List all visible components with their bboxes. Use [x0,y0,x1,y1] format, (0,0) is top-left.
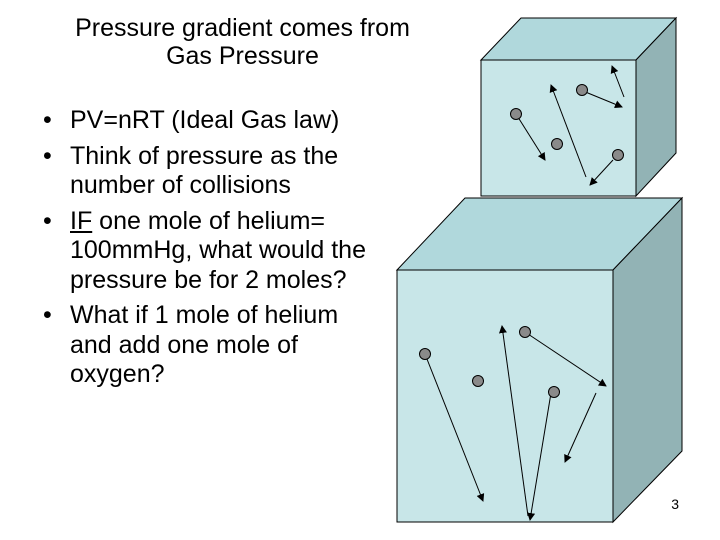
motion-arrow [610,65,625,98]
slide-number: 3 [671,496,679,512]
bullet-dot: • [43,141,52,170]
gas-molecule [612,149,624,161]
gas-molecule [519,326,531,338]
large-box-molecules [419,325,607,521]
gas-molecule [419,348,431,360]
motion-arrow [564,392,597,463]
gas-molecule [472,375,484,387]
large-box-front [396,269,614,523]
bullet-text: one mole of helium= 100mmHg, what would … [70,206,366,294]
motion-arrow [524,331,607,387]
small-box-molecules [510,65,625,186]
motion-arrow [498,325,529,517]
small-box-front [480,59,637,197]
bullet-text: PV=nRT (Ideal Gas law) [70,106,340,134]
bullet-dot: • [43,301,52,329]
bullet-item: • PV=nRT (Ideal Gas law) [38,106,383,136]
bullet-item: • IF one mole of helium= 100mmHg, what w… [38,207,383,296]
gas-molecule [510,108,522,120]
bullet-list: • PV=nRT (Ideal Gas law) • Think of pres… [38,106,383,396]
bullet-dot: • [43,106,52,134]
motion-arrow [527,392,552,521]
bullet-text: Think of pressure as the number of colli… [70,141,339,200]
bullet-underlined-text: IF [70,206,93,235]
bullet-dot: • [43,206,52,235]
bullet-text: What if 1 mole of helium and add one mol… [70,301,339,388]
slide-title: Pressure gradient comes from Gas Pressur… [40,14,445,70]
small-gas-box [479,16,678,198]
motion-arrow [515,113,546,161]
bullet-item: • What if 1 mole of helium and add one m… [38,301,383,390]
bullet-item: • Think of pressure as the number of col… [38,142,383,201]
gas-molecule [548,386,560,398]
motion-arrow [589,159,614,186]
title-line-1: Pressure gradient comes from [75,14,410,42]
title-line-2: Gas Pressure [166,42,319,70]
motion-arrow [424,353,485,502]
gas-molecule [576,84,588,96]
large-gas-box [395,196,684,524]
motion-arrow [549,84,587,178]
gas-molecule [551,138,563,150]
motion-arrow [582,90,623,109]
